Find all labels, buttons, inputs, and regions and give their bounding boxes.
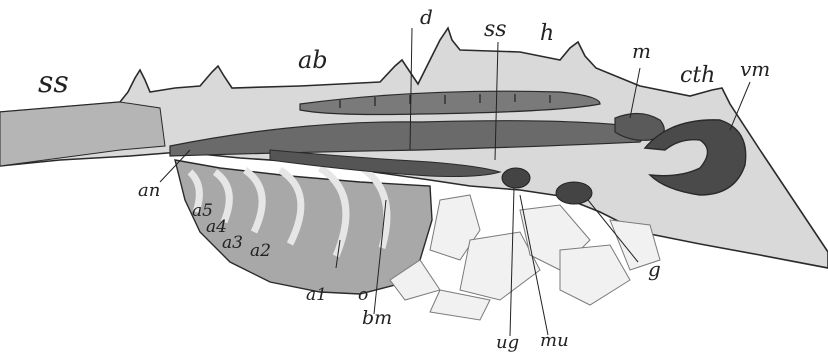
label-cth: cth [680, 63, 715, 88]
ganglion-g [556, 182, 592, 204]
label-g: g [648, 257, 661, 281]
label-a2: a2 [250, 241, 271, 261]
label-mu: mu [540, 330, 569, 351]
label-d: d [420, 5, 433, 29]
label-an: an [138, 180, 160, 201]
ganglion-ug [502, 168, 530, 188]
label-ab: ab [298, 46, 328, 74]
label-a3: a3 [222, 233, 243, 253]
label-a1: a1 [306, 285, 327, 305]
label-bm: bm [362, 307, 392, 329]
label-ss-left: ss [38, 65, 69, 100]
label-ug: ug [496, 332, 519, 353]
label-ss-top: ss [484, 17, 507, 42]
label-h: h [540, 21, 554, 46]
label-o: o [358, 285, 368, 305]
label-vm: vm [740, 57, 770, 81]
label-m: m [632, 39, 651, 63]
